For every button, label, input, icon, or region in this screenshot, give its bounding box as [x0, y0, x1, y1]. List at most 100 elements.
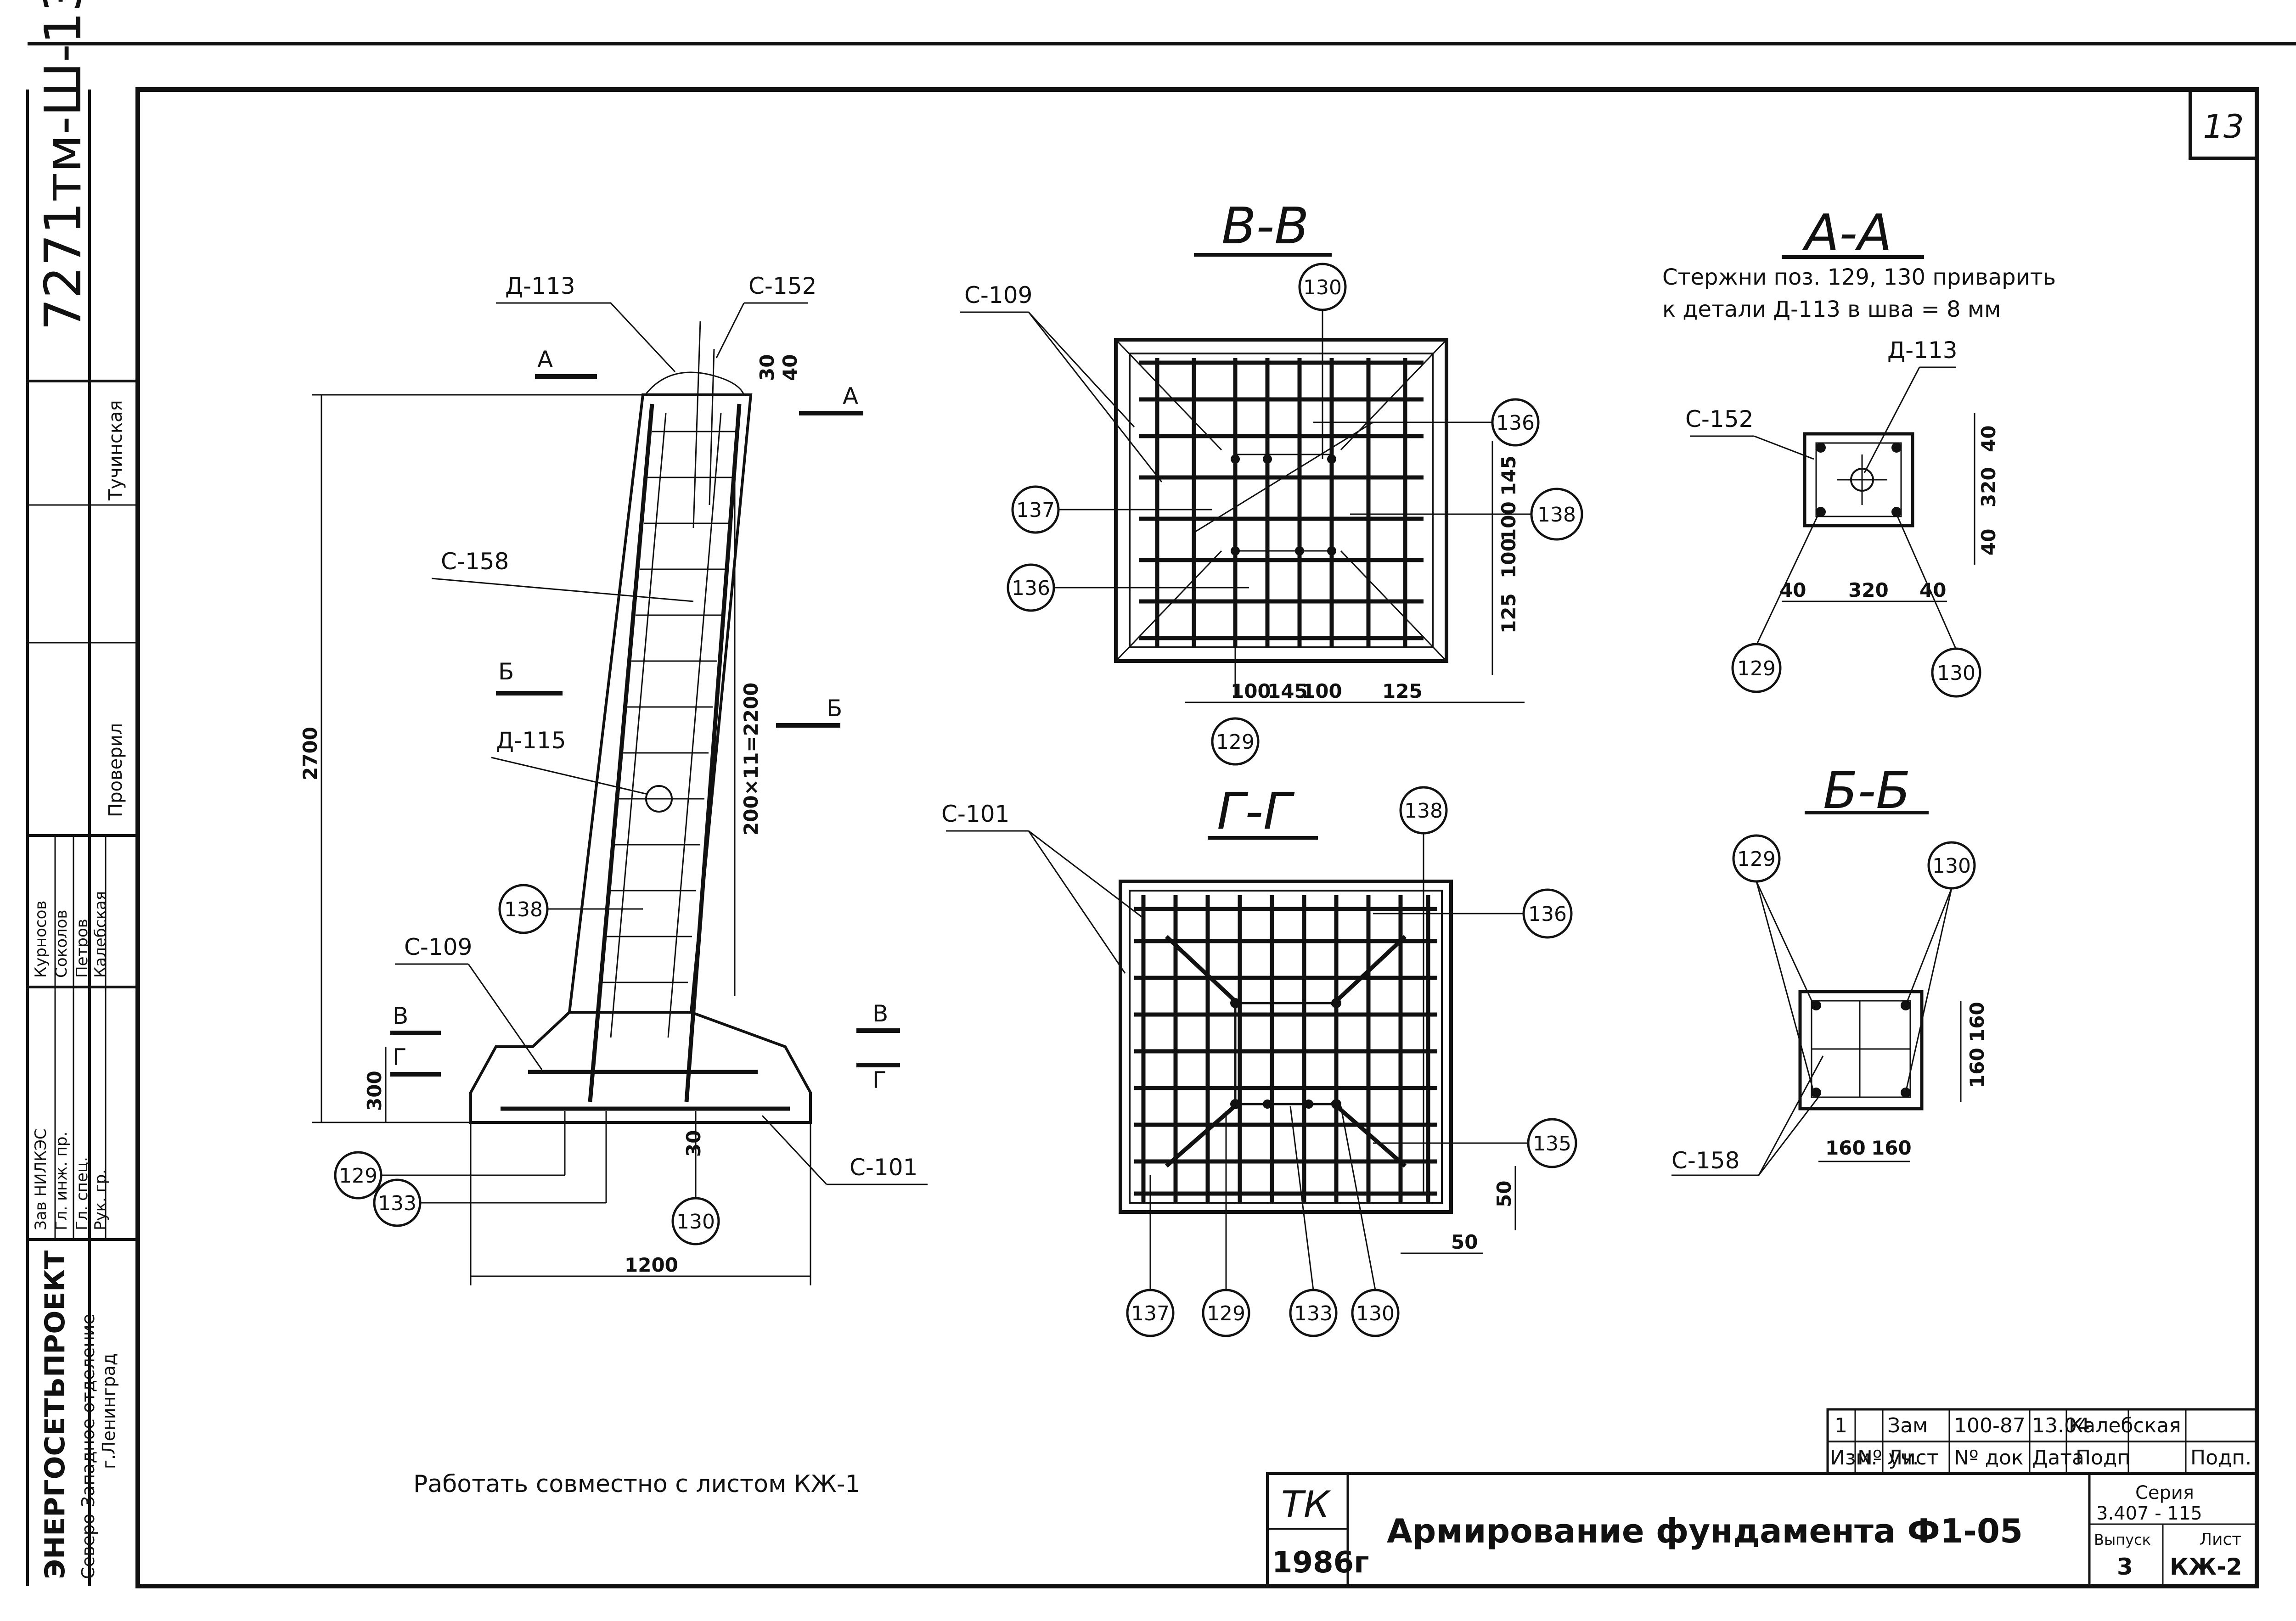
- issue-label: Выпуск: [2094, 1531, 2151, 1548]
- revision-table: 1 Зам 100-87 13.04 Калебская Изм. Nº уч.…: [1826, 1408, 2258, 1475]
- svg-text:130: 130: [1932, 854, 1971, 878]
- gg-dim-h: 50: [1451, 1231, 1478, 1253]
- mark-c101-gg: С-101: [941, 801, 1009, 827]
- svg-text:138: 138: [504, 898, 543, 921]
- vv-dim-v3: 100: [1497, 538, 1520, 578]
- vv-dim-v1: 145: [1497, 455, 1520, 496]
- bubble-130-bb: 130: [1927, 841, 1976, 890]
- svg-text:137: 137: [1131, 1302, 1170, 1325]
- year-label: 1986г: [1272, 1546, 1369, 1580]
- mark-c158-elev: С-158: [441, 548, 509, 575]
- bb-dim-v1: 160: [1966, 1002, 1988, 1042]
- vv-dim-h3: 100: [1302, 680, 1342, 702]
- left-stamp: 7271тм-Ш-13 Тучинская Проверил Зав НИЛКЭ…: [26, 0, 138, 1586]
- cut-a-right: А: [843, 383, 858, 409]
- aa-note-1: Стержни поз. 129, 130 приварить: [1662, 264, 2056, 290]
- page-number-box: [2189, 88, 2259, 160]
- vv-title: В-В: [1221, 196, 1309, 255]
- aa-dim-v2: 320: [1977, 467, 2000, 507]
- dim-300: 300: [363, 1071, 386, 1111]
- aa-dim-h1: 40: [1779, 579, 1806, 601]
- bubble-129-vv: 129: [1211, 717, 1260, 766]
- sig-name-4: Калебская: [91, 891, 110, 978]
- bubble-136-vv-right: 136: [1491, 398, 1540, 447]
- dim-2700: 2700: [299, 727, 321, 780]
- general-note: Работать совместно с листом КЖ-1: [413, 1470, 861, 1498]
- svg-text:135: 135: [1533, 1132, 1571, 1155]
- sheet-value: КЖ-2: [2170, 1554, 2242, 1580]
- sig-role-4: Рук. гр.: [91, 1169, 110, 1230]
- cut-b-left: Б: [498, 658, 514, 685]
- bubble-138-elev: 138: [498, 884, 549, 934]
- bubble-129-elev: 129: [334, 1151, 383, 1200]
- mark-c109-elev: С-109: [404, 934, 472, 960]
- issue-value: 3: [2117, 1554, 2133, 1580]
- performer-name: Тучинская: [105, 400, 126, 501]
- sheet-label: Лист: [2200, 1530, 2241, 1549]
- bubble-138-vv: 138: [1530, 488, 1583, 541]
- bb-dim-v2: 160: [1966, 1048, 1988, 1088]
- bb-dim-h1: 160: [1825, 1137, 1866, 1159]
- org-name: ЭНЕРГОСЕТЬПРОЕКТ: [39, 1251, 71, 1579]
- rev-col-4: 100-87: [1954, 1414, 2026, 1437]
- vv-mesh: [1139, 358, 1424, 647]
- sig-name-3: Петров: [73, 919, 91, 978]
- vv-dim-v2: 100: [1497, 501, 1520, 542]
- rev-head-5: Дата: [2032, 1446, 2084, 1470]
- svg-text:130: 130: [1303, 276, 1342, 299]
- stirrups-c158: [602, 431, 737, 983]
- svg-text:129: 129: [1207, 1302, 1245, 1325]
- tk-label: ТК: [1281, 1483, 1331, 1526]
- dim-40-top: 40: [779, 354, 801, 381]
- bb-outline: [1798, 990, 1924, 1111]
- mark-c101-elev: С-101: [850, 1154, 917, 1181]
- cut-b-right: Б: [827, 695, 842, 722]
- svg-text:136: 136: [1496, 411, 1535, 435]
- gg-title: Г-Г: [1217, 782, 1295, 841]
- rev-col-3: Зам: [1887, 1414, 1928, 1437]
- series-value: 3.407 - 115: [2096, 1503, 2202, 1524]
- rev-head-6: Подп: [2076, 1446, 2130, 1470]
- rev-head-1: Изм.: [1830, 1446, 1878, 1470]
- bubble-135-gg: 135: [1527, 1118, 1577, 1168]
- rev-col-1: 1: [1835, 1414, 1847, 1437]
- svg-text:130: 130: [1937, 662, 1975, 685]
- archive-code: 7271тм-Ш-13: [34, 0, 92, 331]
- column-outline: [568, 393, 753, 1014]
- rev-head-4: Nº док: [1954, 1446, 2024, 1470]
- cut-g-left: Г: [393, 1044, 407, 1071]
- aa-dim-h3: 40: [1919, 579, 1946, 601]
- svg-text:130: 130: [676, 1210, 715, 1234]
- svg-text:129: 129: [339, 1164, 377, 1188]
- section-gg: Г-Г: [941, 782, 1577, 1337]
- rebar-130-elevation: [684, 404, 742, 1102]
- gg-mesh: [1134, 895, 1437, 1203]
- sig-role-2: Гл. инж. пр.: [52, 1132, 71, 1230]
- svg-text:129: 129: [1216, 730, 1255, 754]
- bubble-133-elev: 133: [373, 1178, 422, 1227]
- svg-text:136: 136: [1012, 577, 1050, 600]
- vv-dim-h4: 125: [1382, 680, 1423, 702]
- bb-dim-h2: 160: [1871, 1137, 1912, 1159]
- title-block: ТК 1986г Армирование фундамента Ф1-05 Се…: [1266, 1472, 2258, 1587]
- aa-dim-v3: 40: [1977, 529, 2000, 555]
- vv-outline: [1114, 338, 1448, 663]
- dim-30-top: 30: [756, 354, 778, 381]
- bubble-130-elev: 130: [671, 1197, 720, 1245]
- dim-spacing: 200×11=2200: [740, 683, 762, 836]
- bubble-130-vv: 130: [1298, 263, 1347, 311]
- series-label: Серия: [2135, 1482, 2194, 1503]
- mark-c158-bb: С-158: [1671, 1147, 1739, 1174]
- svg-text:137: 137: [1016, 499, 1055, 522]
- rev-col-6: Калебская: [2069, 1414, 2181, 1437]
- aa-title: А-А: [1802, 203, 1892, 262]
- cut-a-left: А: [537, 346, 553, 373]
- bubble-138-gg: 138: [1399, 786, 1448, 835]
- section-vv: В-В С-109: [960, 196, 1583, 766]
- vv-dim-h2: 145: [1267, 680, 1308, 702]
- vv-dim-v4: 125: [1497, 593, 1520, 634]
- rev-head-3: Лист: [1887, 1446, 1939, 1470]
- aa-dim-h2: 320: [1848, 579, 1889, 601]
- svg-text:133: 133: [1294, 1302, 1333, 1325]
